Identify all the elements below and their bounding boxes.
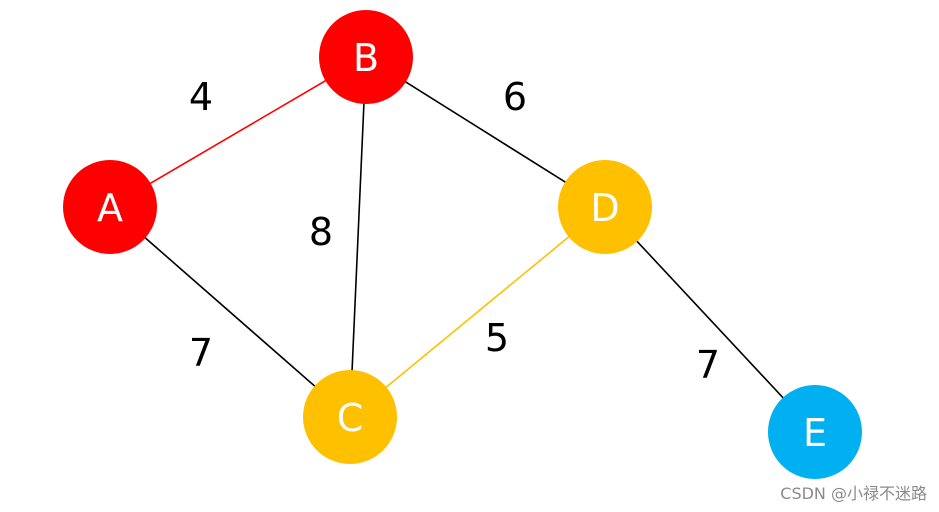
edge-weight-D-E: 7 [696, 343, 720, 387]
edge-D-E [604, 206, 816, 433]
node-B: B [319, 10, 413, 104]
node-A: A [63, 160, 157, 254]
node-B-circle [319, 10, 413, 104]
edge-A-B [109, 56, 367, 208]
node-D-label: D [590, 186, 619, 230]
node-E: E [768, 385, 862, 479]
edge-B-C [349, 56, 367, 418]
edge-C-D [349, 206, 606, 418]
node-A-label: A [97, 186, 123, 230]
watermark: CSDN @小禄不迷路 [780, 484, 927, 503]
edge-weight-A-C: 7 [189, 331, 213, 375]
node-D-circle [558, 160, 652, 254]
edge-weight-C-D: 5 [485, 316, 509, 360]
edge-weight-A-B: 4 [189, 75, 213, 119]
edge-A-C [109, 206, 351, 418]
node-C-circle [303, 370, 397, 464]
node-B-label: B [353, 36, 379, 80]
node-A-circle [63, 160, 157, 254]
node-C: C [303, 370, 397, 464]
edge-B-D [365, 56, 606, 208]
node-C-label: C [337, 396, 364, 440]
node-E-label: E [803, 411, 827, 455]
node-D: D [558, 160, 652, 254]
edge-weight-B-C: 8 [309, 210, 333, 254]
node-E-circle [768, 385, 862, 479]
edge-weight-B-D: 6 [503, 75, 527, 119]
